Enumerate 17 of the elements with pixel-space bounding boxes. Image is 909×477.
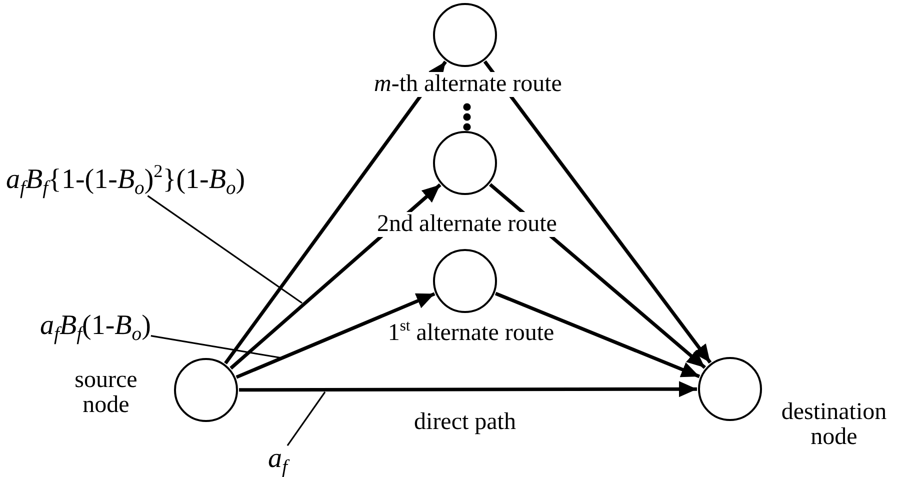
arrow xyxy=(239,381,697,398)
arrow xyxy=(230,183,442,370)
formula-label: a$_{f}$B$_{f}${1-(1-B$_{o}$)$^{2}$}(1-B$_{o}$) xyxy=(6,165,246,196)
formula-label: a$_{f}$ xyxy=(268,444,288,475)
route-label: 2nd alternate route xyxy=(375,212,559,238)
arrow xyxy=(236,292,436,379)
leader-line xyxy=(147,195,302,304)
arrow xyxy=(483,60,712,364)
arrow xyxy=(224,60,447,364)
leader-line xyxy=(286,392,326,446)
formula-label: a$_{f}$B$_{f}$(1-B$_{o}$) xyxy=(40,311,151,342)
arrow xyxy=(494,292,700,378)
route-label: m-th alternate route xyxy=(372,72,564,98)
edge-label: direct path xyxy=(412,410,518,436)
leader-line xyxy=(150,335,282,359)
node-circle xyxy=(433,131,497,195)
arrow xyxy=(488,183,706,369)
